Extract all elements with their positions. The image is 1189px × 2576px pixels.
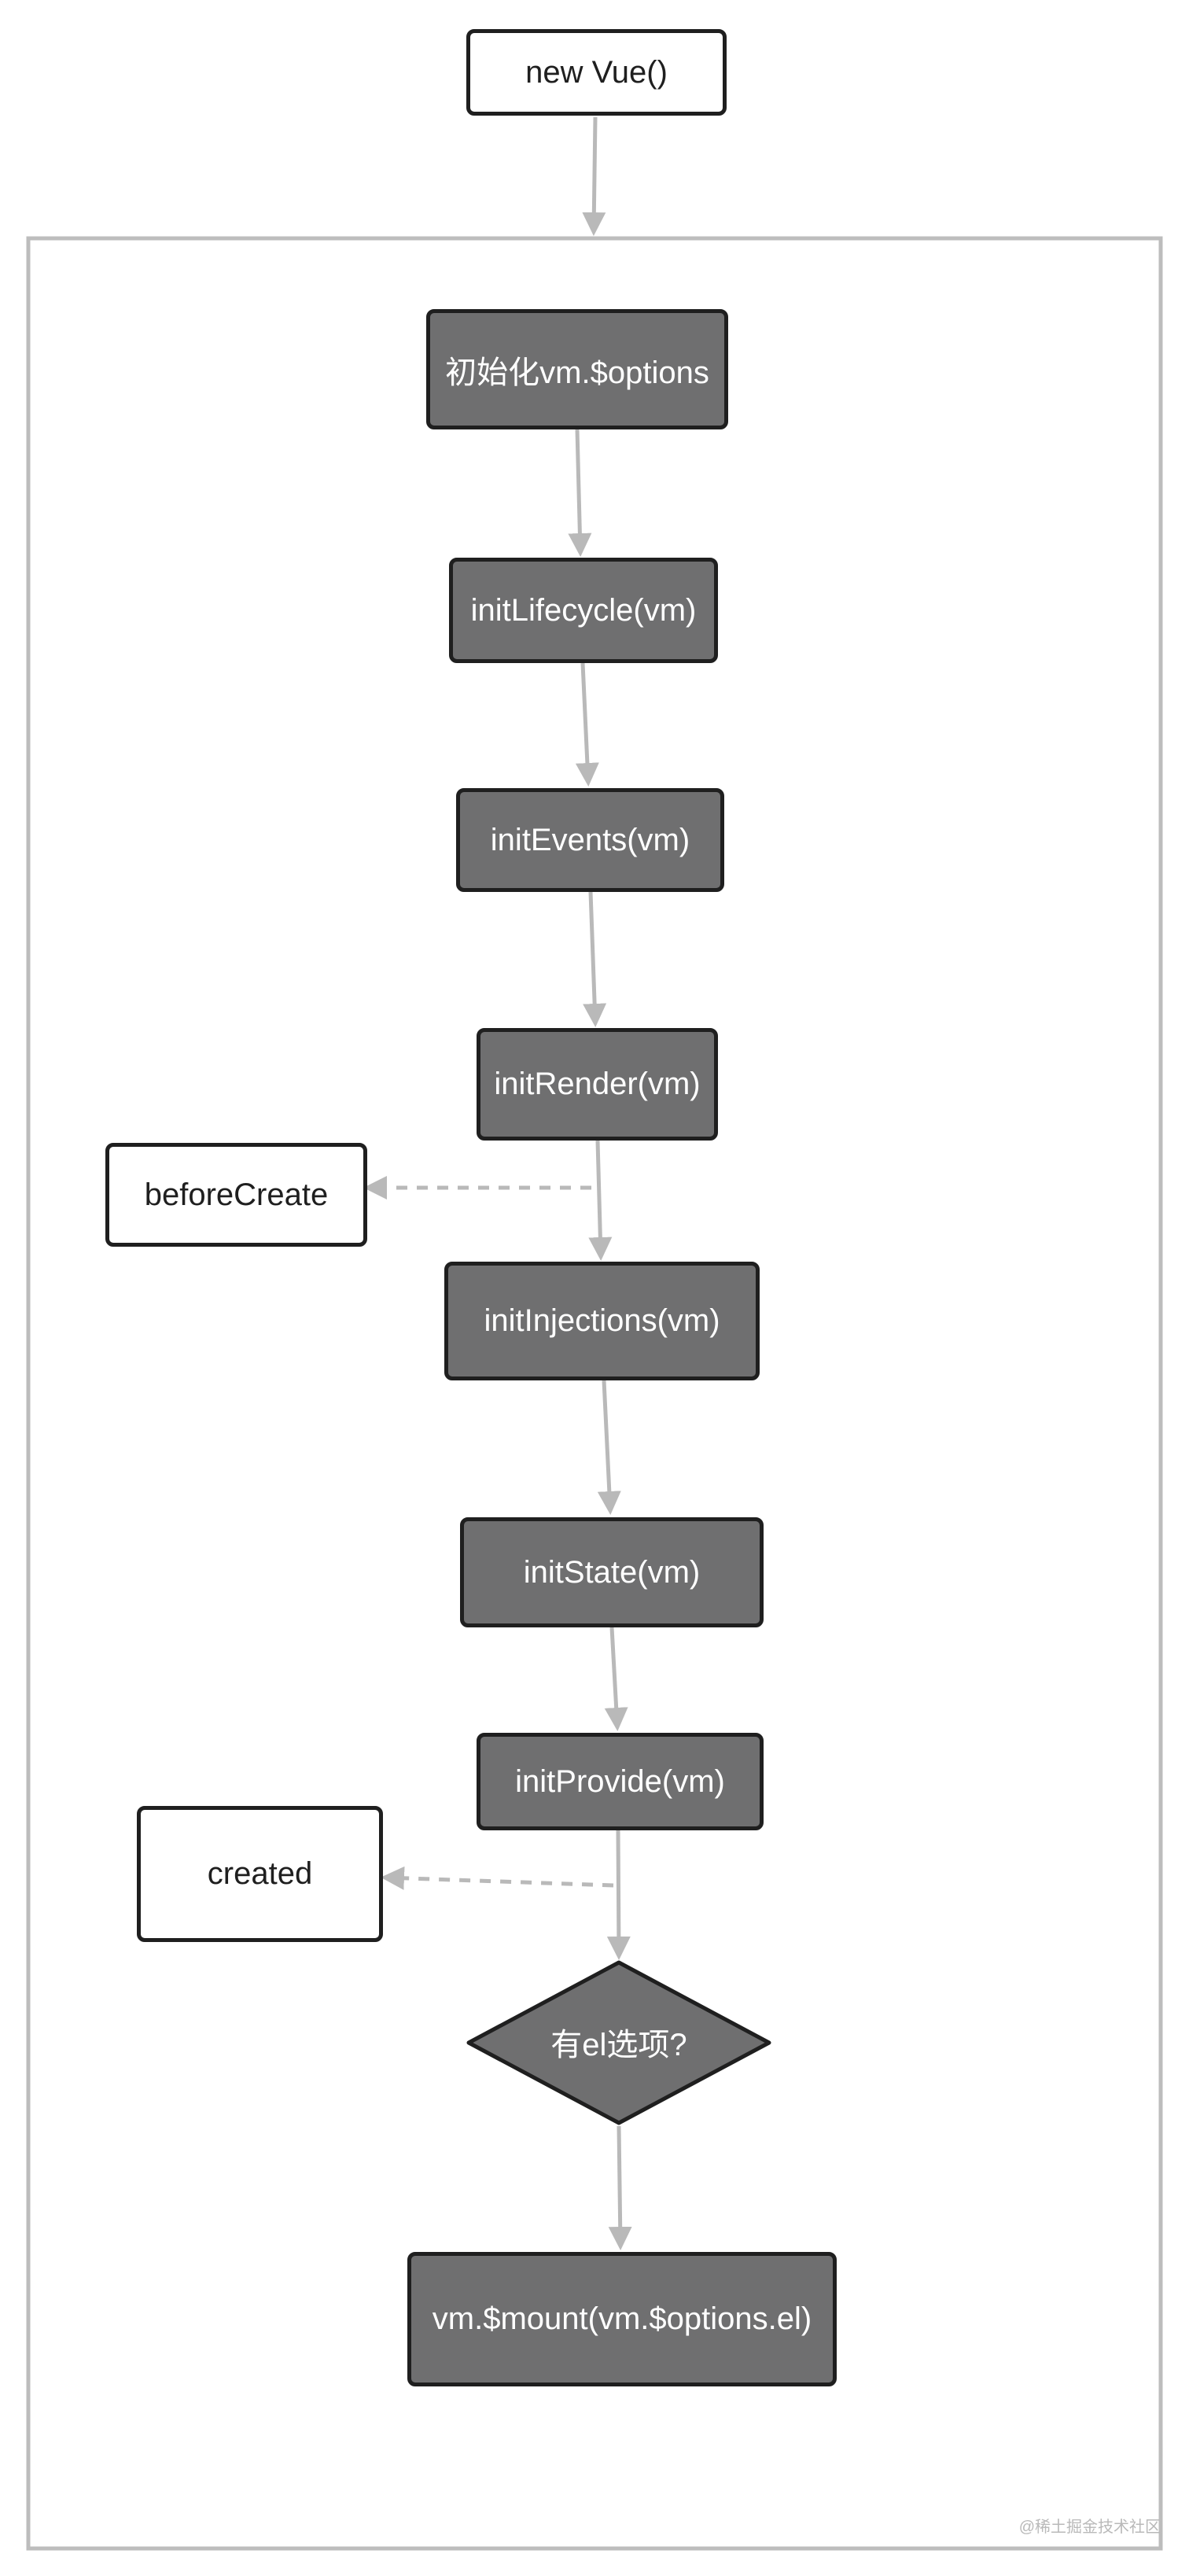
- watermark-text: @稀土掘金技术社区: [1018, 2519, 1161, 2536]
- start-node: new Vue(): [466, 29, 727, 116]
- arrow-events-to-render: [583, 891, 607, 1027]
- init-injections-node: initInjections(vm): [444, 1262, 760, 1380]
- arrow-render-to-injections: [588, 1140, 613, 1261]
- init-render-node: initRender(vm): [477, 1028, 718, 1141]
- init-lifecycle-node: initLifecycle(vm): [449, 558, 718, 663]
- arrow-options-to-lifecycle: [568, 429, 592, 557]
- outer-frame: [26, 236, 1163, 2551]
- arrow-decision-to-mount: [608, 2125, 632, 2250]
- init-provide-node: initProvide(vm): [477, 1733, 764, 1830]
- arrow-provide-to-decision: [606, 1830, 631, 1960]
- arrow-start-to-options: [582, 116, 606, 236]
- before-create-hook-node: beforeCreate: [105, 1143, 367, 1247]
- mount-node: vm.$mount(vm.$options.el): [407, 2252, 837, 2386]
- arrow-state-to-provide: [604, 1627, 628, 1731]
- arrow-lifecycle-to-events: [575, 662, 599, 787]
- decision-diamond: [466, 1960, 771, 2125]
- arrow-to-created: [381, 1866, 614, 1890]
- init-events-node: initEvents(vm): [456, 788, 724, 892]
- arrow-injections-to-state: [597, 1380, 621, 1515]
- init-state-node: initState(vm): [460, 1517, 764, 1627]
- created-hook-node: created: [137, 1806, 383, 1942]
- init-options-node: 初始化vm.$options: [426, 309, 728, 429]
